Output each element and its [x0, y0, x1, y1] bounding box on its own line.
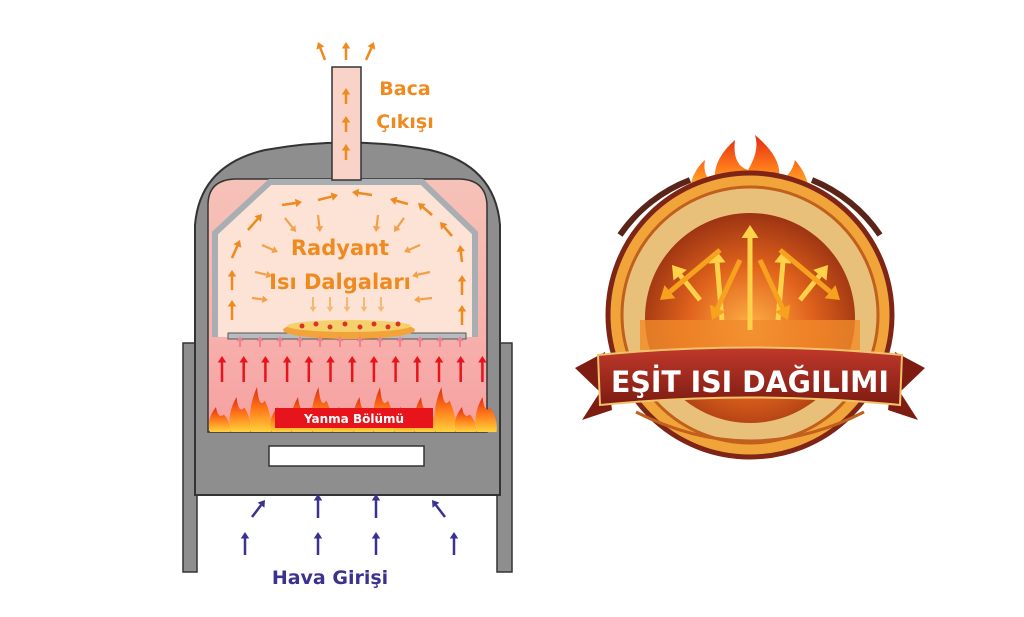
ash-slot [268, 445, 425, 467]
radiant-inward-arrow-icon [261, 243, 278, 254]
flow-arrows [217, 42, 487, 555]
badge-up-arrow-icon [741, 225, 759, 330]
badge-down-arrow-icon [778, 248, 840, 300]
heat-up-faint-arrow-icon [356, 336, 364, 347]
heat-up-faint-arrow-icon [416, 336, 424, 347]
combustion-label: Yanma Bölümü [303, 412, 404, 426]
air-arrow-icon [371, 494, 381, 518]
flame-icon [454, 407, 477, 432]
radiant-inward-arrow-icon [372, 214, 381, 232]
flame-icon [434, 387, 456, 432]
air-arrow-icon [313, 532, 323, 555]
radiant-down-arrow-icon [377, 297, 385, 312]
air-arrow-icon [449, 532, 459, 555]
radiant-inward-arrow-icon [414, 295, 433, 304]
badge-heat-arrows [660, 225, 840, 330]
radiant-inward-arrow-icon [394, 217, 405, 232]
badge-down-arrow-icon [660, 248, 722, 300]
radiant-down-arrow-icon [360, 297, 368, 312]
chimney-arrow-icon [341, 144, 351, 160]
heat-up-faint-arrow-icon [296, 336, 304, 347]
badge-down-arrow-icon [757, 258, 791, 320]
heat-up-faint-arrow-icon [456, 336, 464, 347]
badge-outer-ring [617, 177, 692, 237]
heat-up-arrow-icon [304, 356, 314, 382]
radiant-label-line1: Radyant [291, 236, 389, 260]
heat-up-faint-arrow-icon [336, 336, 344, 347]
cooking-chamber [212, 179, 478, 337]
flame-icon [208, 407, 231, 432]
radiant-down-arrow-icon [326, 297, 334, 312]
flame-icon [229, 397, 251, 432]
chimney-arrow-icon [341, 88, 351, 104]
heat-up-arrow-icon [239, 356, 248, 382]
radiant-circulation-arrow-icon [227, 270, 237, 290]
air-inlet-label: Hava Girişi [272, 567, 388, 589]
heat-up-arrow-icon [456, 356, 465, 382]
flame-icon [249, 387, 272, 432]
combustion-label-box [275, 408, 433, 428]
radiant-circulation-arrow-icon [390, 196, 409, 206]
badge-down-arrow-icon [709, 258, 743, 320]
heat-up-arrow-icon [217, 356, 227, 382]
heat-up-faint-arrow-icon [256, 336, 264, 347]
radiant-inward-arrow-icon [254, 270, 272, 279]
exhaust-arrow-icon [316, 42, 327, 61]
heat-up-arrow-icon [434, 356, 444, 382]
heat-up-arrow-icon [282, 356, 292, 382]
radiant-circulation-arrow-icon [440, 222, 453, 237]
air-arrow-icon [251, 500, 265, 518]
radiant-circulation-arrow-icon [457, 275, 467, 295]
heat-up-faint-arrow-icon [236, 336, 244, 347]
heat-up-arrow-icon [326, 356, 335, 382]
heat-up-arrow-icon [347, 356, 357, 382]
radiant-inward-arrow-icon [404, 243, 421, 254]
exhaust-arrow-icon [364, 42, 376, 61]
badge-bottom [635, 410, 865, 443]
chimney-arrow-icon [341, 116, 351, 132]
radiant-down-arrow-icon [343, 297, 351, 312]
radiant-down-arrow-icon [309, 297, 317, 312]
air-arrow-icon [313, 494, 323, 518]
heat-up-faint-arrow-icon [316, 336, 324, 347]
radiant-inward-arrow-icon [251, 295, 268, 304]
air-arrow-icon [240, 532, 250, 555]
pizza [283, 320, 415, 339]
heat-up-faint-arrow-icon [376, 336, 384, 347]
heat-up-faint-arrow-icon [396, 336, 404, 347]
radiant-circulation-arrow-icon [456, 245, 465, 263]
heat-up-arrow-icon [369, 356, 379, 382]
badge-outer-ring-right [810, 177, 883, 237]
chimney-label-line2: Çıkışı [376, 111, 433, 133]
heat-up-arrow-icon [261, 356, 270, 382]
radiant-inward-arrow-icon [412, 270, 431, 279]
heat-up-faint-arrow-icon [276, 336, 284, 347]
radiant-circulation-arrow-icon [281, 198, 302, 208]
exhaust-arrow-icon [341, 42, 351, 60]
heat-up-arrow-icon [478, 356, 487, 382]
radiant-circulation-arrow-icon [227, 300, 237, 320]
radiant-circulation-arrow-icon [457, 305, 467, 325]
radiant-circulation-arrow-icon [352, 188, 373, 198]
radiant-label-line2: Isı Dalgaları [269, 270, 411, 294]
heat-up-arrow-icon [391, 356, 400, 382]
chimney-label-line1: Baca [379, 78, 430, 100]
radiant-circulation-arrow-icon [317, 192, 338, 202]
heat-up-arrow-icon [413, 356, 422, 382]
radiant-inward-arrow-icon [284, 217, 296, 232]
air-arrow-icon [371, 532, 381, 555]
radiant-circulation-arrow-icon [247, 214, 262, 231]
radiant-inward-arrow-icon [315, 214, 324, 232]
radiant-circulation-arrow-icon [418, 203, 433, 216]
badge-ribbon [596, 346, 904, 407]
radiant-circulation-arrow-icon [230, 240, 242, 259]
air-arrow-icon [432, 500, 446, 518]
badge-title: EŞİT ISI DAĞILIMI [611, 365, 889, 399]
heat-up-faint-arrow-icon [436, 336, 444, 347]
flame-icon [475, 397, 497, 432]
even-heat-badge: EŞİT ISI DAĞILIMI [575, 135, 925, 460]
